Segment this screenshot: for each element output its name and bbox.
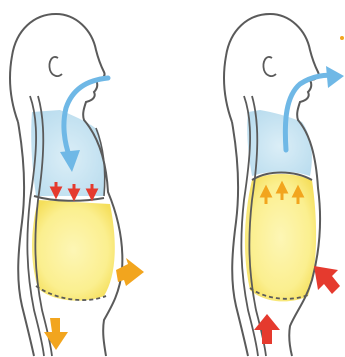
pelvic-down-arrow bbox=[44, 318, 68, 350]
ear bbox=[263, 57, 276, 76]
abdomen-region bbox=[32, 200, 115, 301]
accent-dot bbox=[340, 36, 344, 40]
back-outline bbox=[18, 122, 34, 356]
figure-exhalation bbox=[224, 14, 344, 356]
ear bbox=[49, 57, 62, 76]
figure-inhalation bbox=[10, 14, 144, 356]
air-out-arrowhead bbox=[326, 66, 344, 88]
abdomen-in-arrow bbox=[314, 266, 340, 294]
